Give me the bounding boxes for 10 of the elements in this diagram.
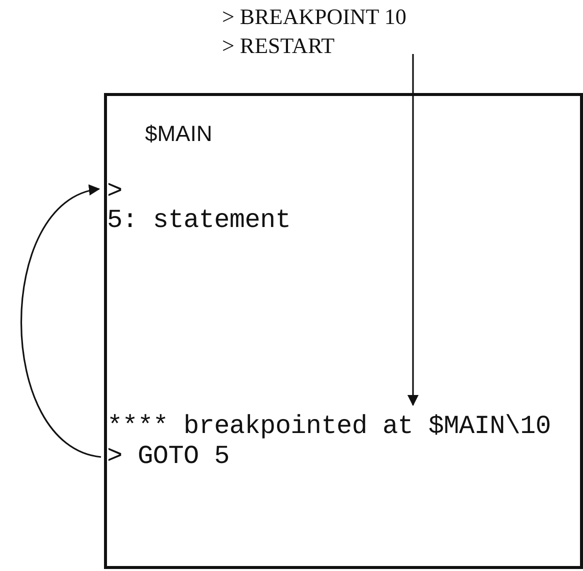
command-text: > GOTO 5	[107, 441, 230, 471]
command-text: > RESTART	[222, 33, 335, 59]
arrow	[20, 186, 102, 458]
prompt-text: >	[107, 176, 122, 206]
program-window	[104, 93, 583, 569]
breakpoint-message: **** breakpointed at $MAIN\10	[107, 411, 551, 441]
window-title: $MAIN	[145, 121, 212, 147]
command-text: > BREAKPOINT 10	[222, 4, 406, 30]
arrow	[407, 54, 419, 406]
code-line: 5: statement	[107, 205, 291, 235]
